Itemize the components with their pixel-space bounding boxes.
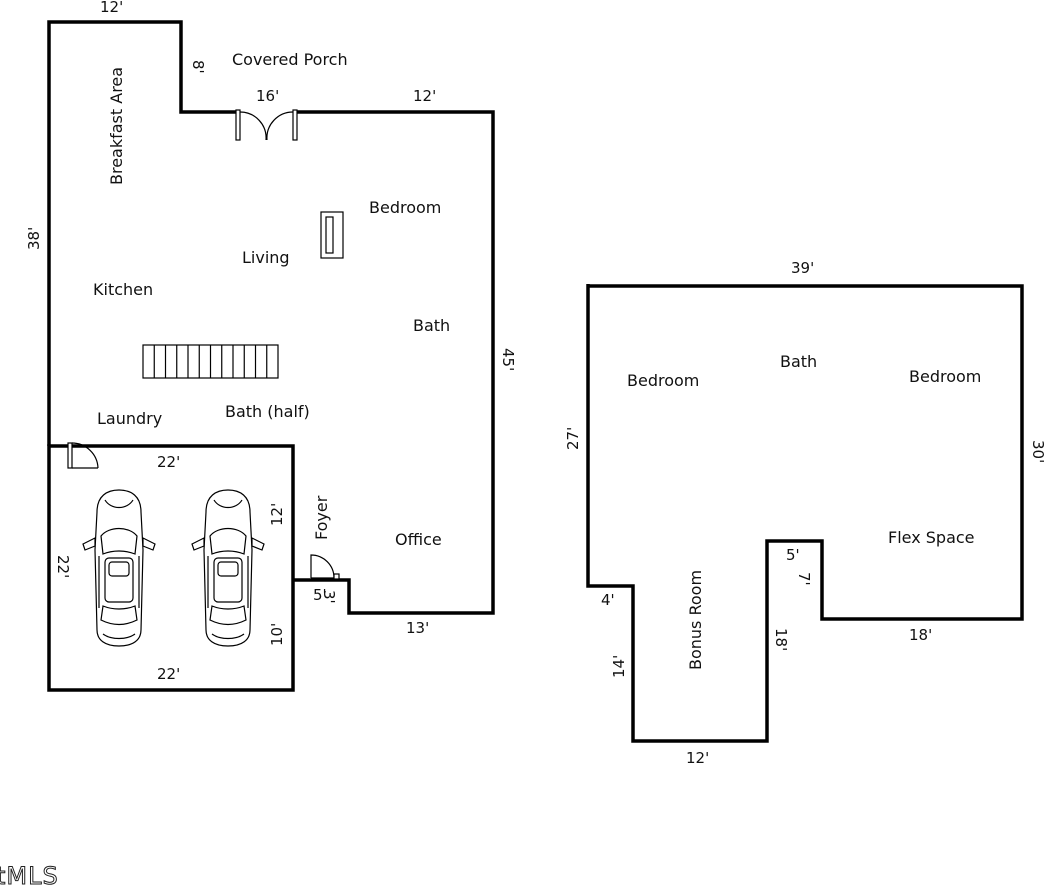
dim-foyer-width: 5' bbox=[313, 586, 327, 604]
room-bedroom-left: Bedroom bbox=[627, 371, 699, 390]
mls-watermark-logo: tMLS bbox=[0, 862, 59, 885]
room-foyer: Foyer bbox=[312, 495, 331, 540]
dim-bonus-left: 14' bbox=[610, 655, 628, 678]
room-bath-half: Bath (half) bbox=[225, 402, 310, 421]
foyer-door bbox=[310, 554, 340, 580]
dim-garage-right-upper: 12' bbox=[268, 503, 286, 526]
garage-entry-door bbox=[67, 442, 99, 469]
dim-notch-side: 7' bbox=[795, 572, 813, 586]
fireplace bbox=[320, 211, 344, 259]
dim-garage-left: 22' bbox=[54, 555, 72, 578]
second-floor-outline bbox=[586, 284, 1024, 743]
room-living: Living bbox=[242, 248, 290, 267]
dim-bottom-right: 13' bbox=[406, 619, 429, 637]
garage-outline bbox=[47, 444, 295, 692]
room-bath: Bath bbox=[413, 316, 450, 335]
room-breakfast-area: Breakfast Area bbox=[107, 67, 126, 185]
dim-top-left: 12' bbox=[100, 0, 123, 16]
dim-porch-depth: 8' bbox=[189, 60, 207, 74]
room-bedroom-right: Bedroom bbox=[909, 367, 981, 386]
porch-double-door bbox=[235, 109, 298, 141]
dim-upper-right: 30' bbox=[1029, 440, 1045, 463]
dim-notch-top: 5' bbox=[786, 546, 800, 564]
second-floor: Bedroom Bath Bedroom Flex Space Bonus Ro… bbox=[564, 259, 1045, 767]
room-covered-porch: Covered Porch bbox=[232, 50, 348, 69]
dim-upper-top: 39' bbox=[791, 259, 814, 277]
car-icon bbox=[191, 489, 265, 647]
car-icon bbox=[82, 489, 156, 647]
first-floor-outline bbox=[293, 110, 495, 615]
dim-garage-top: 22' bbox=[157, 453, 180, 471]
room-bonus-room: Bonus Room bbox=[686, 570, 705, 670]
first-floor-outline-west bbox=[47, 20, 236, 446]
dim-garage-bottom: 22' bbox=[157, 665, 180, 683]
dim-upper-left: 27' bbox=[564, 427, 582, 450]
room-laundry: Laundry bbox=[97, 409, 162, 428]
room-kitchen: Kitchen bbox=[93, 280, 153, 299]
staircase bbox=[142, 344, 279, 379]
dim-upper-step-left: 4' bbox=[601, 591, 615, 609]
room-office: Office bbox=[395, 530, 442, 549]
room-bedroom: Bedroom bbox=[369, 198, 441, 217]
dim-flex-bottom: 18' bbox=[909, 626, 932, 644]
dim-top-right: 12' bbox=[413, 87, 436, 105]
dim-bonus-right: 18' bbox=[772, 628, 790, 651]
room-flex-space: Flex Space bbox=[888, 528, 975, 547]
dim-right-side: 45' bbox=[499, 348, 517, 371]
garage: 22' 22' 22' 12' 10' bbox=[47, 442, 295, 692]
dim-foyer-depth: 3' bbox=[320, 590, 338, 604]
dim-left-side: 38' bbox=[25, 227, 43, 250]
dim-porch-width: 16' bbox=[256, 87, 279, 105]
room-bath-upper: Bath bbox=[780, 352, 817, 371]
first-floor: Covered Porch Breakfast Area Bedroom Liv… bbox=[25, 0, 517, 637]
dim-bonus-bottom: 12' bbox=[686, 749, 709, 767]
dim-garage-right-lower: 10' bbox=[268, 623, 286, 646]
